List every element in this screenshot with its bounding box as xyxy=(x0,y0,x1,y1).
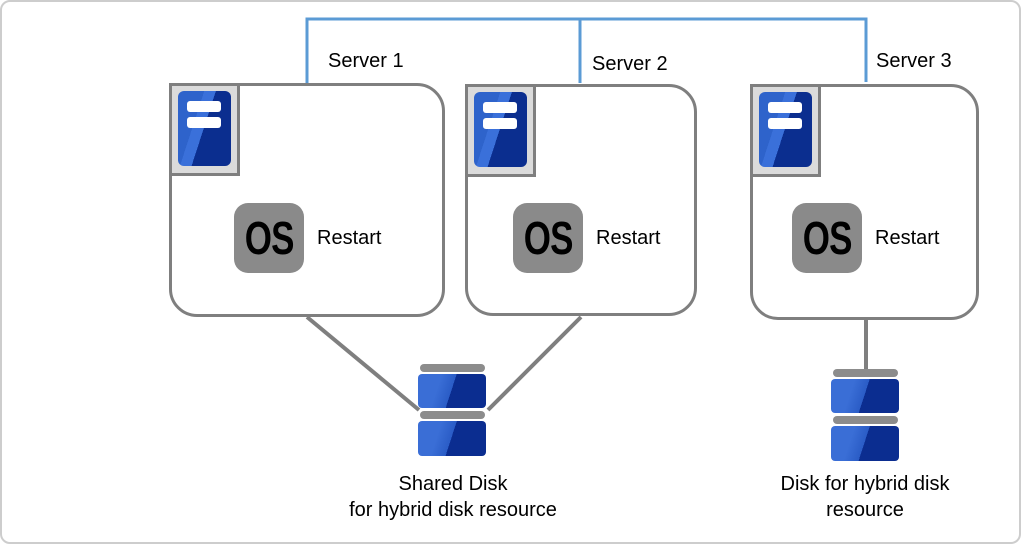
restart-label: Restart xyxy=(875,226,940,249)
server-icon xyxy=(750,84,821,177)
restart-label: Restart xyxy=(317,226,382,249)
server-slot xyxy=(768,102,802,113)
server-slot xyxy=(187,117,221,128)
server-slot xyxy=(187,101,221,112)
os-icon: OS xyxy=(513,203,583,273)
disk-platter xyxy=(831,426,899,461)
disk-platter xyxy=(418,374,486,408)
os-restart-row: OS Restart xyxy=(513,203,660,273)
restart-label: Restart xyxy=(596,226,661,249)
server3-box: OS Restart xyxy=(750,84,979,320)
disk-platter-bar xyxy=(419,364,485,372)
network-line xyxy=(305,17,868,83)
disk-platter-bar xyxy=(832,369,898,377)
server-tower xyxy=(474,92,527,167)
disk-platter-bar xyxy=(419,411,485,419)
os-icon-label: OS xyxy=(802,212,853,264)
hybrid-disk-caption-line1: Disk for hybrid disk xyxy=(780,473,950,495)
server2-to-shared-disk-line xyxy=(486,315,583,412)
hybrid-disk-caption: Disk for hybrid disk resource xyxy=(685,471,1019,523)
os-icon: OS xyxy=(234,203,304,273)
shared-disk-caption-line2: for hybrid disk resource xyxy=(349,499,557,521)
server-slot xyxy=(768,118,802,129)
server-slot xyxy=(483,118,517,129)
server-tower xyxy=(759,92,812,167)
os-icon: OS xyxy=(792,203,862,273)
server-icon xyxy=(169,83,240,176)
server3-label: Server 3 xyxy=(876,50,952,72)
server2-box: OS Restart xyxy=(465,84,697,316)
shared-disk-caption-line1: Shared Disk xyxy=(398,473,508,495)
shared-disk-caption: Shared Disk for hybrid disk resource xyxy=(273,471,633,523)
server2-label: Server 2 xyxy=(592,53,668,75)
server-slot xyxy=(483,102,517,113)
server-icon xyxy=(465,84,536,177)
os-icon-label: OS xyxy=(244,212,295,264)
server1-label: Server 1 xyxy=(328,50,404,72)
os-icon-label: OS xyxy=(523,212,574,264)
server1-to-shared-disk-line xyxy=(305,315,421,412)
os-restart-row: OS Restart xyxy=(234,203,381,273)
server-tower xyxy=(178,91,231,166)
os-restart-row: OS Restart xyxy=(792,203,939,273)
disk-platter xyxy=(831,379,899,413)
hybrid-disk-caption-line2: resource xyxy=(826,499,904,521)
disk-platter-bar xyxy=(832,416,898,424)
disk-platter xyxy=(418,421,486,456)
shared-disk-icon xyxy=(418,364,486,456)
hybrid-disk-icon xyxy=(831,369,899,461)
server1-box: OS Restart xyxy=(169,83,445,317)
